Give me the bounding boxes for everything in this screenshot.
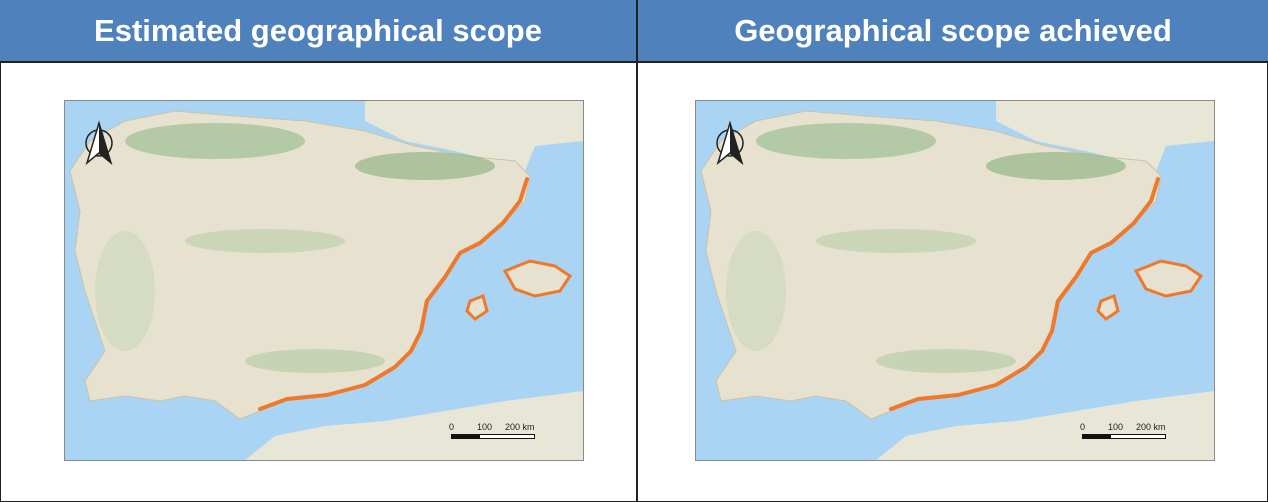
column-divider [636, 0, 638, 502]
panel-title-achieved: Geographical scope achieved [638, 0, 1268, 61]
scale-label-200: 200 km [1136, 422, 1166, 432]
scale-label-0: 0 [449, 422, 455, 432]
north-arrow-icon [85, 120, 113, 166]
header-divider [0, 61, 1268, 63]
panel-title-estimated: Estimated geographical scope [0, 0, 636, 61]
iberia-map-estimated [65, 101, 583, 460]
scale-bar: 0 100 200 km [1080, 422, 1166, 444]
scale-label-100: 100 [1108, 422, 1124, 432]
scale-bar: 0 100 200 km [449, 422, 535, 444]
map-achieved-scope: 0 100 200 km [695, 100, 1215, 461]
map-estimated-scope: 0 100 200 km [64, 100, 584, 461]
scale-label-100: 100 [477, 422, 493, 432]
scale-label-0: 0 [1080, 422, 1086, 432]
iberia-map-achieved [696, 101, 1214, 460]
north-arrow-icon [716, 120, 744, 166]
scale-label-200: 200 km [505, 422, 535, 432]
